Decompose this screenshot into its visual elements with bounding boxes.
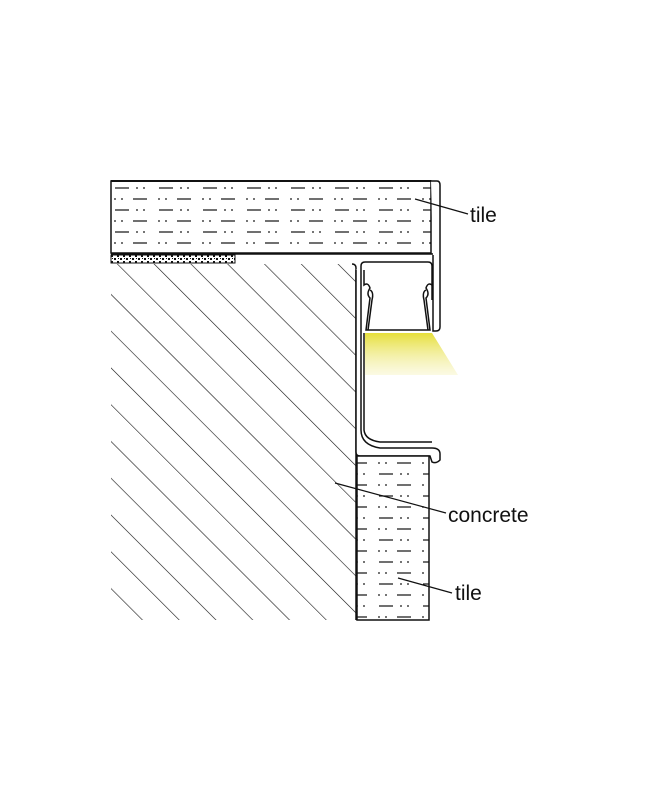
leader-tile-top [414,198,469,215]
light-beam [365,333,458,375]
adhesive-layer [110,254,236,264]
label-tile-top: tile [470,204,497,227]
leader-tile-bottom [397,577,453,594]
tile-top [110,180,432,254]
tile-bottom [356,455,430,621]
concrete [111,263,357,620]
profile-top-lip [431,180,441,332]
leader-concrete [334,482,447,514]
label-tile-bottom: tile [455,582,482,605]
label-concrete: concrete [448,504,529,527]
